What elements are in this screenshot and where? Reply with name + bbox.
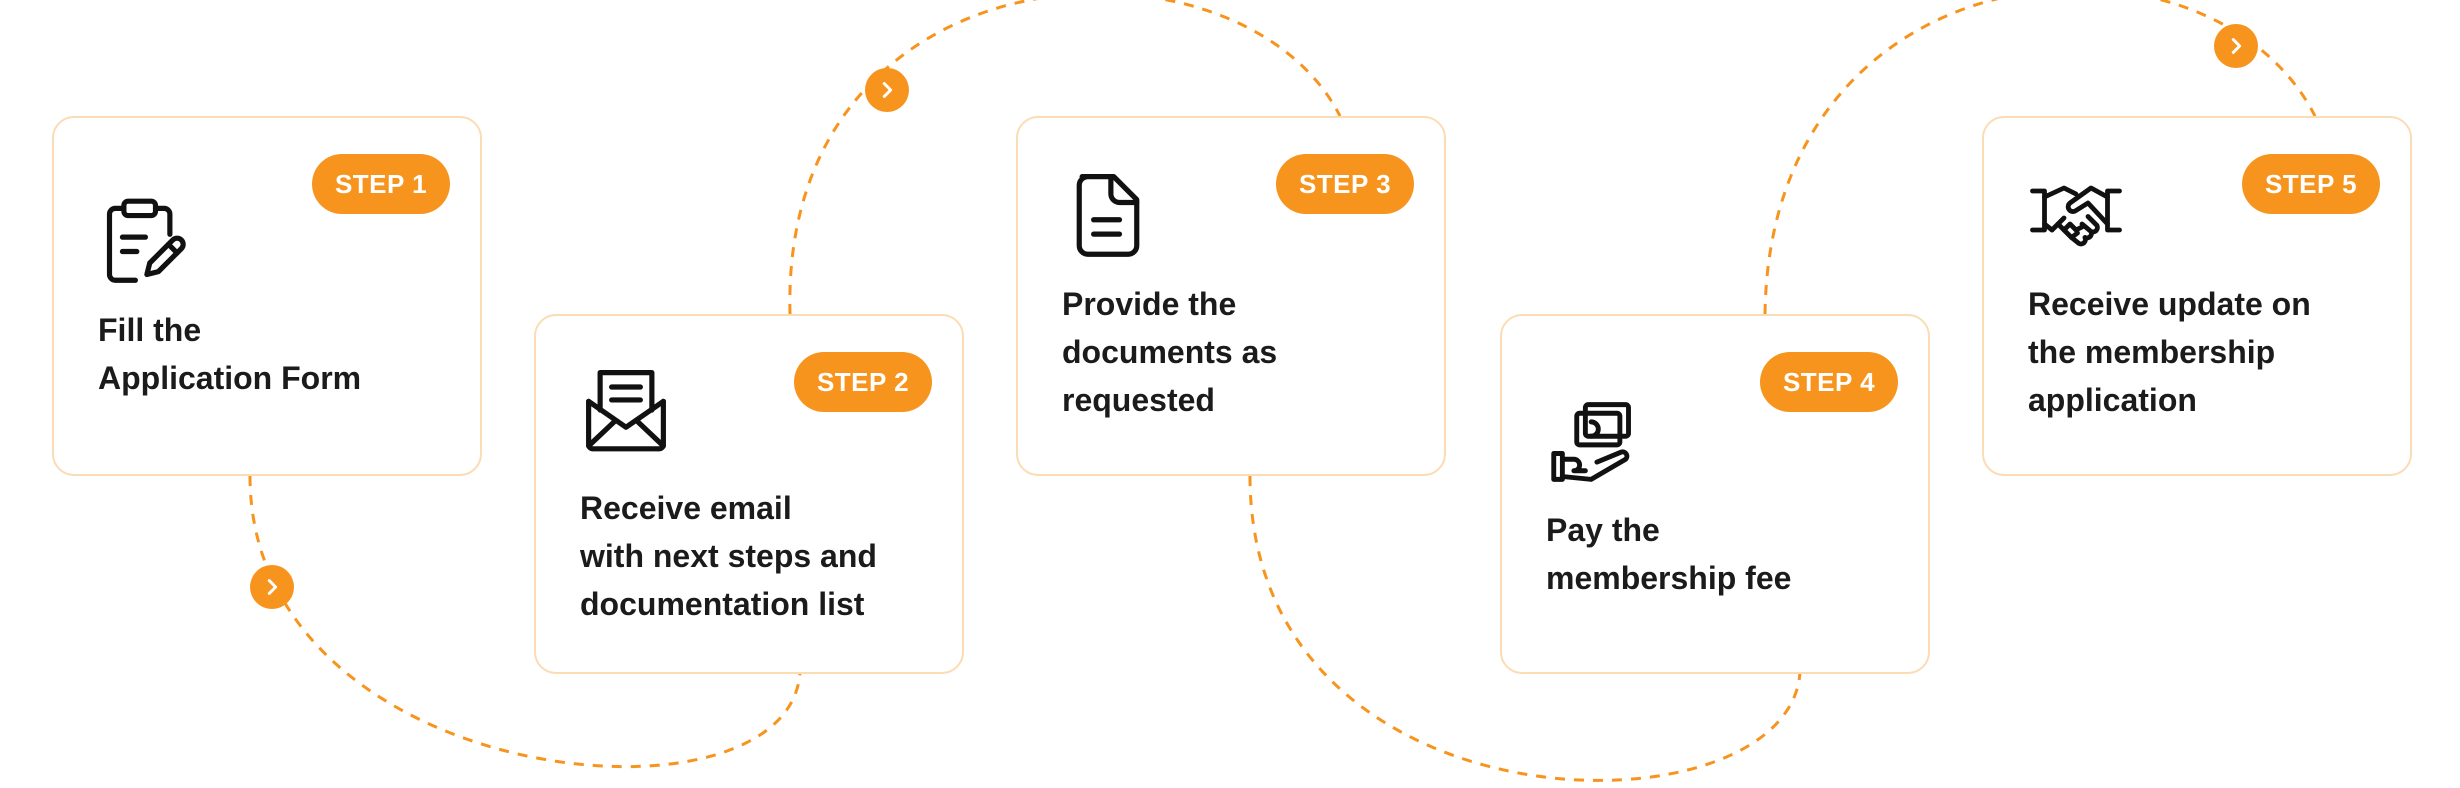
document-icon — [1062, 168, 1154, 260]
step-card-3: STEP 3 Provide the documents as requeste… — [1016, 116, 1446, 476]
connector-arrow — [250, 565, 294, 609]
connector-step3-step4 — [1248, 475, 1802, 782]
step-card-1: STEP 1 Fill the Application Form — [52, 116, 482, 476]
chevron-right-icon — [882, 82, 893, 98]
step-badge: STEP 5 — [2242, 154, 2380, 214]
connector-step1-step2 — [248, 475, 802, 769]
clipboard-pencil-icon — [98, 194, 190, 286]
step-description: Provide the documents as requested — [1062, 286, 1278, 418]
connector-arrow — [865, 68, 909, 112]
step-card-4: STEP 4 Pay the membership fee — [1500, 314, 1930, 674]
step-card-2: STEP 2 Receive email with next steps and… — [534, 314, 964, 674]
connector-arrow — [2214, 24, 2258, 68]
chevron-right-icon — [267, 579, 278, 595]
envelope-letter-icon — [580, 364, 672, 456]
step-badge: STEP 1 — [312, 154, 450, 214]
hand-cash-icon — [1548, 396, 1640, 488]
connector-step2-step3 — [788, 0, 1342, 315]
step-badge: STEP 4 — [1760, 352, 1898, 412]
step-badge: STEP 3 — [1276, 154, 1414, 214]
step-description: Receive email with next steps and docume… — [580, 490, 877, 622]
step-description: Fill the Application Form — [98, 312, 362, 396]
step-description: Receive update on the membership applica… — [2028, 286, 2311, 418]
step-badge: STEP 2 — [794, 352, 932, 412]
step-description: Pay the membership fee — [1546, 512, 1792, 596]
step-card-5: STEP 5 Receive update on the membership … — [1982, 116, 2412, 476]
chevron-right-icon — [2231, 38, 2242, 54]
handshake-icon — [2028, 164, 2124, 260]
